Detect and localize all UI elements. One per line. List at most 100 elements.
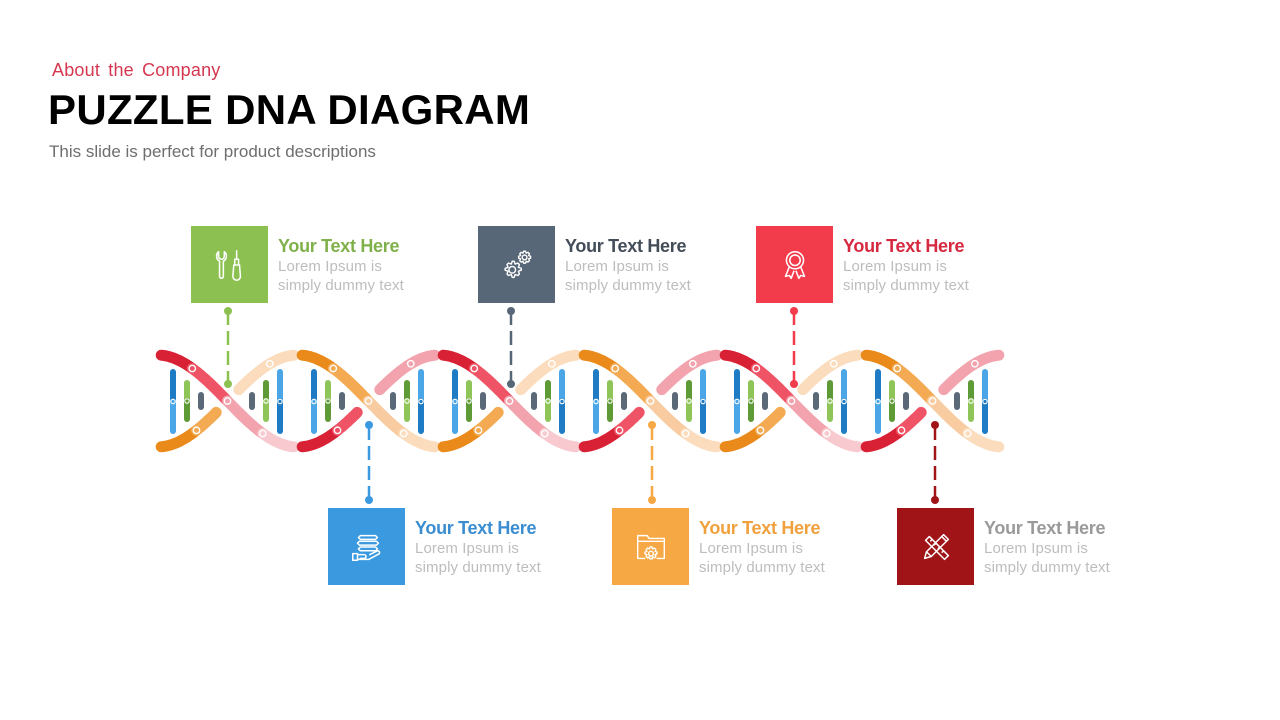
icon-box-gears — [478, 226, 555, 303]
connector-dot — [365, 421, 373, 429]
puzzle-notch — [756, 426, 765, 435]
strand-front — [155, 349, 198, 374]
puzzle-notch — [681, 429, 690, 438]
puzzle-notch — [897, 426, 906, 435]
puzzle-notch — [277, 398, 283, 405]
strand-front — [327, 363, 374, 407]
puzzle-notch — [875, 398, 881, 405]
icon-box-folder — [612, 508, 689, 585]
strand-front — [578, 349, 621, 374]
puzzle-notch — [265, 359, 274, 368]
puzzle-notch — [700, 398, 706, 405]
puzzle-notch — [827, 398, 833, 404]
connector-dot — [648, 421, 656, 429]
strand-back — [374, 349, 441, 396]
strand-front — [257, 428, 300, 453]
puzzle-notch — [559, 398, 565, 405]
puzzle-notch — [787, 397, 796, 405]
puzzle-notch — [188, 364, 197, 373]
strand-back — [719, 424, 766, 453]
strand-front — [786, 395, 833, 439]
puzzle-notch — [505, 397, 514, 405]
gears-icon — [503, 250, 531, 278]
strand-front — [860, 349, 903, 374]
connector-dot — [931, 496, 939, 504]
strand-back — [473, 406, 504, 436]
puzzle-notch — [466, 398, 472, 404]
card-tools: Your Text Here Lorem Ipsum is simply dum… — [191, 226, 418, 303]
strand-front — [363, 395, 410, 439]
strand-front — [891, 363, 938, 407]
card-folder: Your Text Here Lorem Ipsum is simply dum… — [612, 508, 839, 585]
folder-gear-icon — [636, 534, 665, 560]
strand-back — [296, 424, 343, 453]
puzzle-notch — [192, 426, 201, 435]
puzzle-notch — [646, 397, 655, 405]
slide-kicker: About the Company — [52, 60, 221, 80]
puzzle-notch — [748, 398, 754, 404]
connector-dot — [790, 380, 798, 388]
connector-dot — [790, 307, 798, 315]
strand-front — [609, 363, 656, 407]
connector-dot — [648, 496, 656, 504]
puzzle-notch — [399, 429, 408, 438]
strand-front — [539, 428, 582, 453]
card-design: Your Text Here Lorem Ipsum is simply dum… — [897, 508, 1124, 585]
strand-back — [578, 424, 625, 453]
puzzle-notch — [829, 359, 838, 368]
connector-dot — [507, 307, 515, 315]
strand-front — [821, 428, 864, 453]
puzzle-notch — [170, 398, 176, 405]
strand-front — [398, 428, 441, 453]
puzzle-notch — [364, 397, 373, 405]
card-title: Your Text Here — [699, 518, 821, 538]
puzzle-notch — [474, 426, 483, 435]
puzzle-notch — [406, 359, 415, 368]
puzzle-notch — [540, 429, 549, 438]
slide-subtitle: This slide is perfect for product descri… — [49, 142, 376, 161]
strand-back — [797, 349, 864, 396]
strand-front — [296, 349, 339, 374]
strand-back — [437, 424, 484, 453]
puzzle-notch — [329, 364, 338, 373]
card-body: Lorem Ipsum is simply dummy text — [699, 540, 825, 576]
strand-back — [191, 406, 222, 436]
puzzle-notch — [263, 398, 269, 404]
puzzle-notch — [889, 398, 895, 404]
puzzle-notch — [547, 359, 556, 368]
puzzle-notch — [404, 398, 410, 404]
puzzle-notch — [607, 398, 613, 404]
card-title: Your Text Here — [278, 236, 400, 256]
puzzle-notch — [333, 426, 342, 435]
card-body: Lorem Ipsum is simply dummy text — [843, 258, 969, 294]
strand-back — [614, 406, 645, 436]
pencil-ruler-icon — [923, 533, 949, 560]
strand-back — [155, 424, 202, 453]
strand-back — [755, 406, 786, 436]
puzzle-notch — [686, 398, 692, 404]
strand-back — [515, 349, 582, 396]
card-body: Lorem Ipsum is simply dummy text — [565, 258, 691, 294]
strand-front — [962, 428, 1005, 453]
puzzle-notch — [593, 398, 599, 405]
card-title: Your Text Here — [984, 518, 1106, 538]
card-body: Lorem Ipsum is simply dummy text — [278, 258, 404, 294]
puzzle-notch — [611, 364, 620, 373]
icon-box-design — [897, 508, 974, 585]
strand-front — [645, 395, 692, 439]
strand-front — [719, 349, 762, 374]
card-title: Your Text Here — [565, 236, 687, 256]
card-body: Lorem Ipsum is simply dummy text — [984, 540, 1110, 576]
puzzle-notch — [258, 429, 267, 438]
strand-front — [186, 363, 233, 407]
connector-dot — [931, 421, 939, 429]
puzzle-notch — [928, 397, 937, 405]
icon-box-layers — [328, 508, 405, 585]
strand-front — [222, 395, 269, 439]
strand-front — [680, 428, 723, 453]
icon-box-tools — [191, 226, 268, 303]
puzzle-notch — [688, 359, 697, 368]
puzzle-notch — [418, 398, 424, 405]
strand-front — [504, 395, 551, 439]
